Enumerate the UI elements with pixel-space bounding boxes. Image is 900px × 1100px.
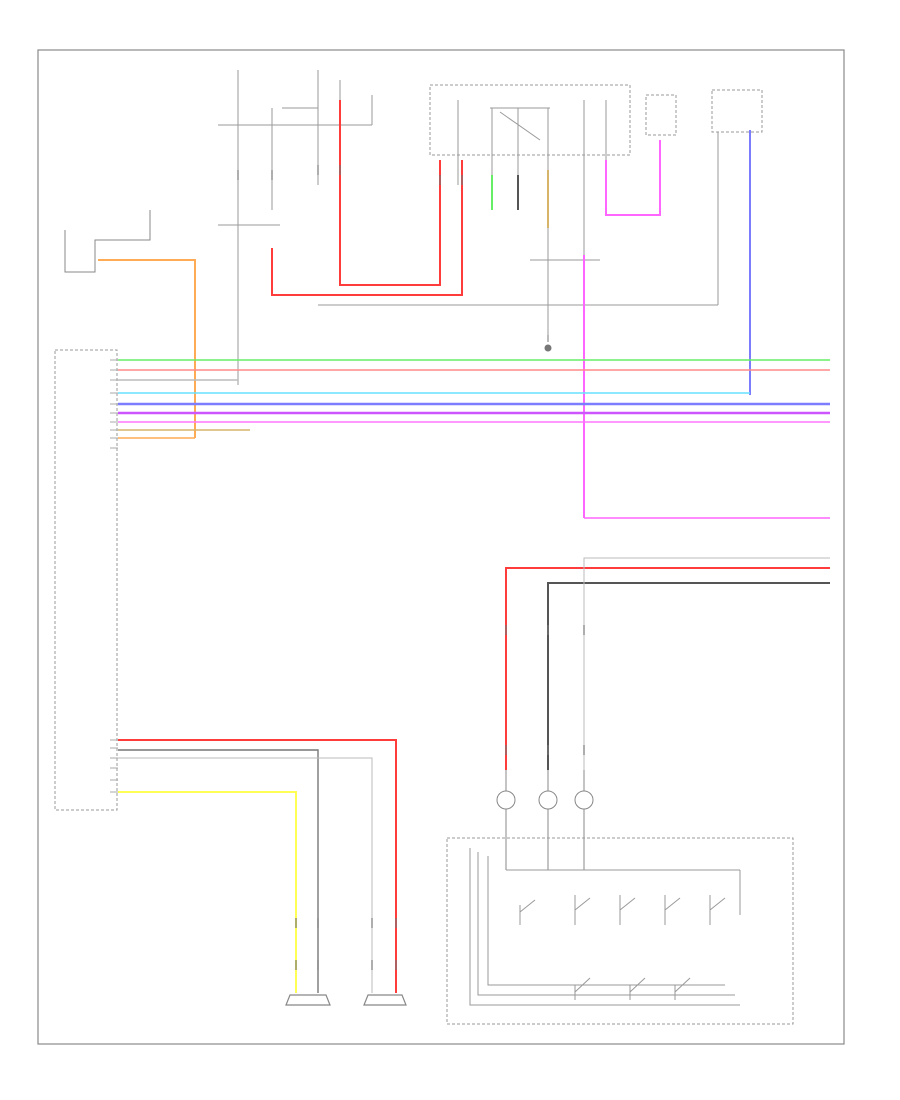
diagram-border <box>37 49 845 1045</box>
top-section <box>218 70 763 385</box>
right-section-wires <box>505 557 830 770</box>
speaker-bodies <box>285 994 407 1006</box>
speaker-wires <box>118 739 397 993</box>
harness-wires <box>118 359 830 519</box>
steering-switch-box <box>446 837 794 1025</box>
steering-switch-internal <box>469 848 741 1006</box>
bcm-connector <box>54 349 118 811</box>
sensor-bracket <box>64 210 151 273</box>
bcm-pin-ticks <box>110 359 118 793</box>
top-wires <box>98 100 751 518</box>
ground-symbol <box>544 335 552 352</box>
switch-circles <box>496 770 594 870</box>
connector-ticks <box>237 165 585 970</box>
